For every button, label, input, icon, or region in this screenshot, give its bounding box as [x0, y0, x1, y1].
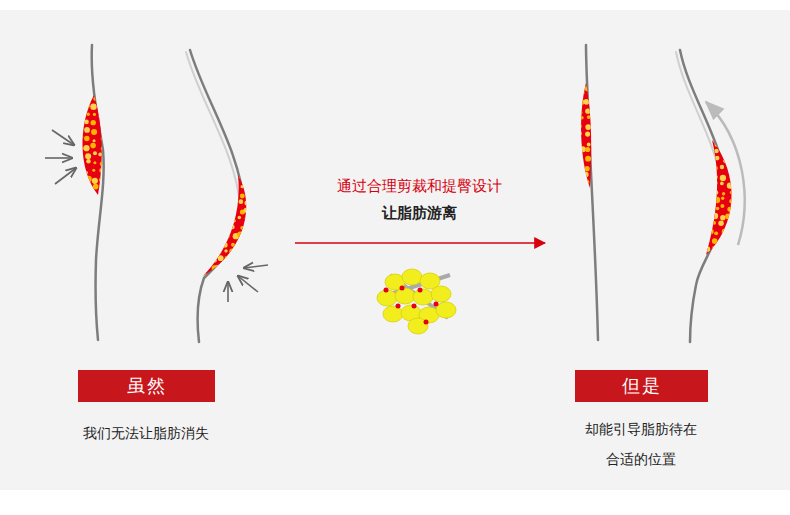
lift-arrow	[706, 102, 745, 245]
fat-dots	[77, 85, 735, 279]
pressure-arrows	[45, 130, 268, 302]
body-text: 我们无法让脂肪消失	[36, 423, 256, 443]
body-silhouettes	[92, 45, 727, 342]
background-panel	[0, 10, 790, 490]
fat-cells	[377, 269, 456, 334]
arrow-caption: 通过合理剪裁和提臀设计	[289, 176, 549, 196]
body-text: 却能引导脂肪待在 合适的位置	[580, 414, 702, 474]
heading-box: 但是	[575, 370, 708, 402]
transition-arrow	[295, 242, 545, 244]
heading-box: 虽然	[78, 370, 215, 402]
heading-text: 虽然	[127, 374, 167, 398]
heading-text: 但是	[622, 374, 662, 398]
arrow-caption: 让脂肪游离	[319, 203, 519, 223]
fat-regions	[82, 83, 731, 276]
